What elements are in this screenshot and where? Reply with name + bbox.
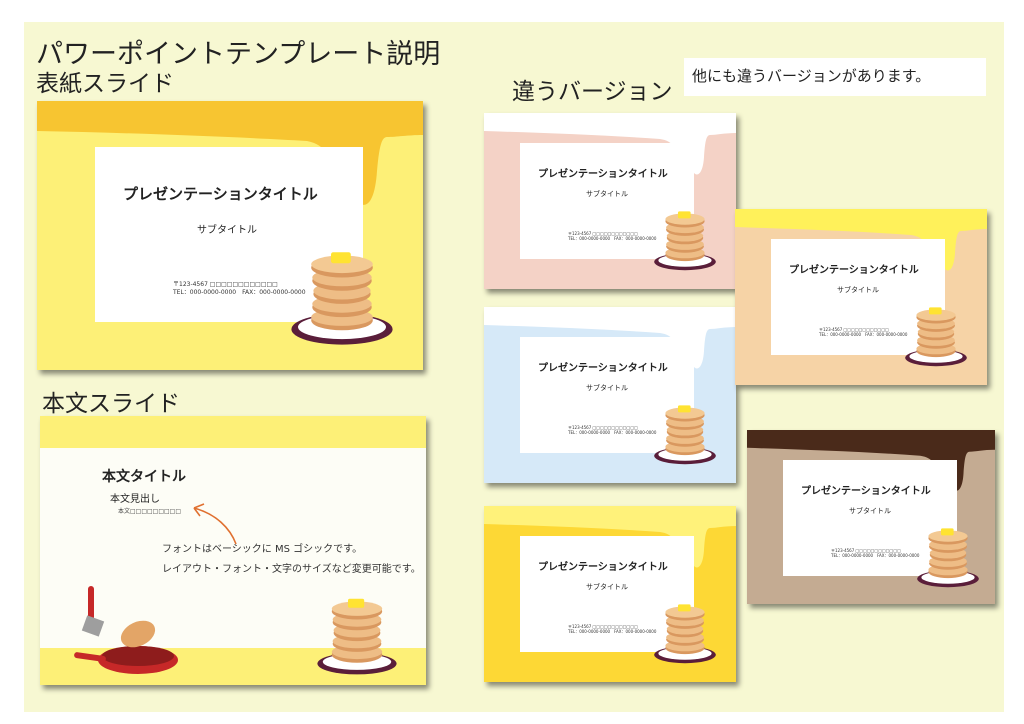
variant-title-panel: [783, 460, 957, 576]
body-note-line-2: レイアウト・フォント・文字のサイズなど変更可能です。: [162, 564, 421, 575]
body-text: 本文□□□□□□□□□: [118, 508, 182, 515]
page-heading: パワーポイントテンプレート説明: [36, 39, 441, 70]
variant-title: プレゼンテーションタイトル: [538, 363, 668, 374]
frying-pan-icon: [74, 586, 178, 674]
pancake-stack-icon: [291, 252, 393, 345]
body-heading: 本文見出し: [110, 494, 160, 505]
variant-tel-line: TEL：000-0000-0000 FAX：000-0000-0000: [831, 553, 920, 558]
cover-tel-line: TEL：000-0000-0000 FAX：000-0000-0000: [173, 288, 306, 296]
variant-subtitle: サブタイトル: [586, 190, 628, 198]
curved-arrow-icon: [193, 503, 237, 545]
body-slide[interactable]: 本文タイトル 本文見出し 本文□□□□□□□□□ フォントはベーシックに MS …: [40, 416, 426, 685]
variant-address: 〒123-4567 □□□□□□□□□□□□TEL：000-0000-0000 …: [568, 624, 656, 634]
variant-title-panel: [520, 536, 694, 652]
variant-slide-gold[interactable]: プレゼンテーションタイトルサブタイトル〒123-4567 □□□□□□□□□□□…: [484, 506, 736, 682]
variant-tel-line: TEL：000-0000-0000 FAX：000-0000-0000: [568, 430, 657, 435]
cover-address: 〒123-4567 □□□□□□□□□□□□ TEL：000-0000-0000…: [173, 281, 306, 296]
variant-drip: [484, 506, 736, 568]
variant-subtitle: サブタイトル: [837, 286, 879, 294]
variant-address: 〒123-4567 □□□□□□□□□□□□TEL：000-0000-0000 …: [568, 425, 656, 435]
variant-title-panel: [520, 337, 694, 453]
variant-title: プレゼンテーションタイトル: [538, 169, 668, 180]
body-note-line-1: フォントはベーシックに MS ゴシックです。: [162, 544, 363, 555]
variant-title: プレゼンテーションタイトル: [538, 562, 668, 573]
variant-slide-pink[interactable]: プレゼンテーションタイトルサブタイトル〒123-4567 □□□□□□□□□□□…: [484, 113, 736, 289]
cover-slide[interactable]: プレゼンテーションタイトル サブタイトル 〒123-4567 □□□□□□□□□…: [37, 101, 423, 370]
variant-drip: [484, 307, 736, 369]
variant-title: プレゼンテーションタイトル: [801, 486, 931, 497]
body-slide-background: [40, 416, 426, 685]
variant-slide-blue[interactable]: プレゼンテーションタイトルサブタイトル〒123-4567 □□□□□□□□□□□…: [484, 307, 736, 483]
variant-title-panel: [520, 143, 694, 259]
body-note: フォントはベーシックに MS ゴシックです。 レイアウト・フォント・文字のサイズ…: [162, 540, 421, 580]
variant-slide-peach[interactable]: プレゼンテーションタイトルサブタイトル〒123-4567 □□□□□□□□□□□…: [735, 209, 987, 385]
cover-subtitle: サブタイトル: [197, 225, 257, 236]
pancake-stack-icon: [317, 598, 397, 675]
variants-label: 違うバージョン: [512, 79, 673, 105]
cover-label: 表紙スライド: [36, 71, 174, 97]
variant-address-line: 〒123-4567 □□□□□□□□□□□□: [568, 231, 638, 236]
variants-note: 他にも違うバージョンがあります。: [684, 58, 986, 96]
pancake-stack-icon: [654, 405, 716, 465]
variant-tel-line: TEL：000-0000-0000 FAX：000-0000-0000: [819, 332, 908, 337]
pancake-stack-icon: [917, 528, 979, 588]
pancake-stack-icon: [905, 307, 967, 367]
variant-address-line: 〒123-4567 □□□□□□□□□□□□: [819, 327, 889, 332]
variant-title: プレゼンテーションタイトル: [789, 265, 919, 276]
cover-address-line: 〒123-4567 □□□□□□□□□□□□: [173, 281, 278, 288]
variant-tel-line: TEL：000-0000-0000 FAX：000-0000-0000: [568, 236, 657, 241]
cover-title: プレゼンテーションタイトル: [123, 185, 318, 203]
variant-title-panel: [771, 239, 945, 355]
variant-drip: [747, 430, 995, 491]
pancake-stack-icon: [654, 211, 716, 271]
variant-address: 〒123-4567 □□□□□□□□□□□□TEL：000-0000-0000 …: [831, 548, 919, 558]
variant-subtitle: サブタイトル: [586, 384, 628, 392]
variant-subtitle: サブタイトル: [849, 507, 891, 515]
body-title: 本文タイトル: [102, 469, 186, 485]
body-label: 本文スライド: [42, 391, 180, 417]
variant-address-line: 〒123-4567 □□□□□□□□□□□□: [568, 624, 638, 629]
variant-address-line: 〒123-4567 □□□□□□□□□□□□: [831, 548, 901, 553]
variant-slide-chocolate[interactable]: プレゼンテーションタイトルサブタイトル〒123-4567 □□□□□□□□□□□…: [747, 430, 995, 604]
variant-drip: [735, 209, 987, 271]
variant-subtitle: サブタイトル: [586, 583, 628, 591]
variant-drip: [484, 113, 736, 175]
variant-address-line: 〒123-4567 □□□□□□□□□□□□: [568, 425, 638, 430]
pancake-stack-icon: [654, 604, 716, 664]
variant-address: 〒123-4567 □□□□□□□□□□□□TEL：000-0000-0000 …: [819, 327, 907, 337]
variant-address: 〒123-4567 □□□□□□□□□□□□TEL：000-0000-0000 …: [568, 231, 656, 241]
variant-tel-line: TEL：000-0000-0000 FAX：000-0000-0000: [568, 629, 657, 634]
